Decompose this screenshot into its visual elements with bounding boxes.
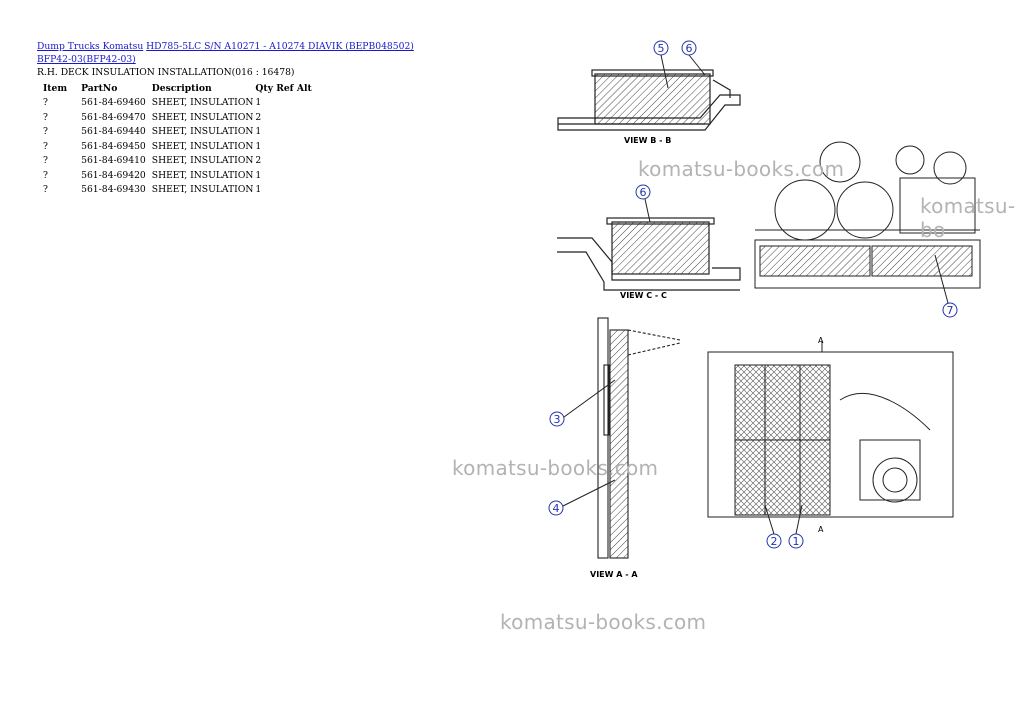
description-cell: SHEET, INSULATION bbox=[151, 169, 254, 181]
callout-6[interactable]: 6 bbox=[681, 40, 706, 76]
svg-text:1: 1 bbox=[793, 535, 800, 548]
description-cell: SHEET, INSULATION bbox=[151, 97, 254, 108]
parts-panel: Dump Trucks Komatsu HD785-5LC S/N A10271… bbox=[37, 40, 457, 198]
table-header-row: Item PartNo Description Qty Ref Alt bbox=[40, 81, 318, 96]
section-arrow-top: A bbox=[818, 336, 824, 345]
item-cell: ? bbox=[43, 140, 48, 152]
parts-diagram: VIEW B - B VIEW C - C VIEW A - A bbox=[548, 40, 981, 579]
side-assembly-drawing bbox=[754, 141, 981, 289]
view-b-drawing bbox=[557, 69, 741, 131]
part-number-cell: 561-84-69410 bbox=[81, 155, 146, 166]
qty-cell: 2 bbox=[255, 155, 262, 166]
item-cell: ? bbox=[43, 155, 48, 166]
description-cell: SHEET, INSULATION bbox=[151, 111, 254, 123]
callout-4[interactable]: 4 bbox=[548, 479, 616, 516]
svg-text:5: 5 bbox=[658, 42, 665, 55]
callout-7[interactable]: 7 bbox=[934, 254, 958, 318]
breadcrumb-link-model[interactable]: HD785-5LC S/N A10271 - A10274 DIAVIK (BE… bbox=[146, 41, 414, 52]
watermark-bottom: komatsu-books.com bbox=[500, 610, 707, 634]
view-a-label: VIEW A - A bbox=[590, 570, 638, 579]
part-number-cell: 561-84-69440 bbox=[81, 126, 146, 137]
svg-text:6: 6 bbox=[640, 186, 647, 199]
item-cell: ? bbox=[43, 126, 48, 137]
svg-text:6: 6 bbox=[686, 42, 693, 55]
col-description: Description bbox=[151, 83, 212, 94]
item-cell: ? bbox=[43, 169, 48, 181]
plan-view-drawing bbox=[707, 340, 954, 518]
part-number-cell: 561-84-69460 bbox=[81, 97, 146, 108]
qty-cell: 1 bbox=[255, 126, 262, 137]
watermark-right-partial: komatsu-bo bbox=[920, 194, 1016, 242]
col-item: Item bbox=[43, 83, 68, 94]
description-cell: SHEET, INSULATION bbox=[151, 184, 254, 195]
qty-cell: 1 bbox=[255, 184, 262, 195]
svg-text:4: 4 bbox=[553, 502, 560, 515]
part-number-cell: 561-84-69470 bbox=[81, 111, 146, 123]
part-number-cell: 561-84-69420 bbox=[81, 169, 146, 181]
qty-cell: 1 bbox=[255, 140, 262, 152]
section-title: R.H. DECK INSULATION INSTALLATION(016 : … bbox=[37, 67, 295, 78]
col-qty: Qty Ref Alt bbox=[255, 83, 312, 94]
description-cell: SHEET, INSULATION bbox=[151, 126, 254, 137]
parts-table: Item PartNo Description Qty Ref Alt ? 561… bbox=[40, 81, 318, 198]
svg-text:3: 3 bbox=[554, 413, 561, 426]
breadcrumb-link-category[interactable]: Dump Trucks Komatsu bbox=[37, 41, 144, 52]
item-cell: ? bbox=[43, 111, 48, 123]
callout-2[interactable]: 2 bbox=[764, 504, 782, 549]
watermark-top: komatsu-books.com bbox=[638, 157, 845, 181]
svg-text:7: 7 bbox=[947, 304, 954, 317]
callout-1[interactable]: 1 bbox=[788, 504, 804, 549]
qty-cell: 1 bbox=[255, 97, 262, 108]
col-partno: PartNo bbox=[81, 83, 118, 94]
qty-cell: 2 bbox=[255, 111, 262, 123]
view-c-drawing bbox=[557, 217, 741, 291]
item-cell: ? bbox=[43, 184, 48, 195]
part-number-cell: 561-84-69450 bbox=[81, 140, 146, 152]
breadcrumb: Dump Trucks Komatsu HD785-5LC S/N A10271… bbox=[37, 40, 457, 66]
callout-6-view-c[interactable]: 6 bbox=[635, 184, 651, 223]
description-cell: SHEET, INSULATION bbox=[151, 140, 254, 152]
view-c-label: VIEW C - C bbox=[620, 291, 667, 300]
callout-3[interactable]: 3 bbox=[549, 379, 616, 427]
breadcrumb-link-group[interactable]: BFP42-03(BFP42-03) bbox=[37, 54, 136, 65]
view-a-drawing bbox=[597, 317, 681, 559]
section-arrow-bottom: A bbox=[818, 525, 824, 534]
part-number-cell: 561-84-69430 bbox=[81, 184, 146, 195]
watermark-middle: komatsu-books.com bbox=[452, 456, 659, 480]
description-cell: SHEET, INSULATION bbox=[151, 155, 254, 166]
callout-5[interactable]: 5 bbox=[653, 40, 669, 89]
svg-text:2: 2 bbox=[771, 535, 778, 548]
view-b-label: VIEW B - B bbox=[624, 136, 671, 145]
item-cell: ? bbox=[43, 97, 48, 108]
qty-cell: 1 bbox=[255, 169, 262, 181]
